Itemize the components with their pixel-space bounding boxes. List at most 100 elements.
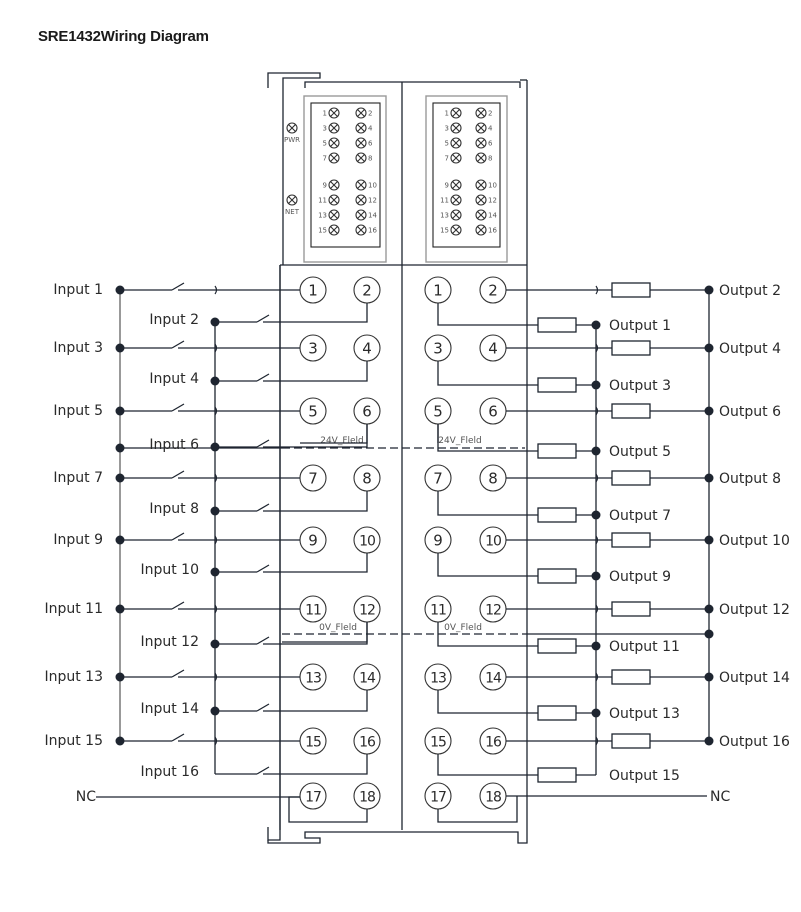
- led-circle: [450, 137, 462, 149]
- housing-top-edge: [304, 81, 521, 88]
- net-label: NET: [285, 208, 300, 216]
- led-circle: [450, 194, 462, 206]
- left-bank-led-label: 12: [368, 197, 377, 205]
- input-label-input-15: Input 15: [44, 733, 103, 749]
- output-junction-dot: [704, 343, 714, 353]
- left-bank-led-1-icon: [328, 107, 340, 119]
- input-label-input-5: Input 5: [53, 403, 103, 419]
- output-load-resistor-icon: [537, 705, 577, 721]
- switch-blade: [171, 470, 185, 479]
- switch-blade: [171, 403, 185, 412]
- left-bank-led-label: 1: [323, 110, 327, 118]
- switch-blade: [171, 733, 185, 742]
- left-bank-led-11-icon: [328, 194, 340, 206]
- led-circle: [286, 194, 298, 206]
- switch-blade: [256, 636, 270, 645]
- led-cross: [452, 109, 460, 117]
- led-cross: [452, 196, 460, 204]
- terminal-right-10-label: 10: [485, 534, 501, 550]
- terminal-left-5-label: 5: [308, 403, 318, 421]
- led-circle: [355, 107, 367, 119]
- left-bank-led-8-icon: [355, 152, 367, 164]
- input-switch-icon: [171, 470, 185, 479]
- led-cross: [452, 226, 460, 234]
- terminal-right-13-label: 13: [430, 671, 446, 687]
- right-bank-led-label: 6: [488, 140, 493, 148]
- led-circle: [450, 122, 462, 134]
- output-wire-from-terminal: [437, 491, 538, 516]
- switch-blade: [171, 669, 185, 678]
- net-led-icon: [286, 194, 298, 206]
- input-label-input-2: Input 2: [149, 312, 199, 328]
- terminal-left-10-label: 10: [359, 534, 375, 550]
- output-label-output-9: Output 9: [609, 569, 671, 585]
- led-circle: [328, 179, 340, 191]
- right-bank-led-13-icon: [450, 209, 462, 221]
- terminal-left-4-label: 4: [362, 340, 372, 358]
- output-junction-dot: [704, 285, 714, 295]
- output-wire-from-terminal: [437, 754, 538, 776]
- left-bank-led-4-icon: [355, 122, 367, 134]
- switch-blade: [256, 314, 270, 323]
- led-circle: [328, 122, 340, 134]
- led-cross: [452, 181, 460, 189]
- led-cross: [357, 154, 365, 162]
- input-wire-to-terminal: [263, 491, 368, 512]
- terminal-right-2-label: 2: [488, 282, 498, 300]
- terminal-left-12-label: 12: [359, 603, 375, 619]
- left-bank-led-label: 5: [323, 140, 327, 148]
- led-cross: [452, 139, 460, 147]
- output-load-resistor-icon: [537, 377, 577, 393]
- input-label-input-8: Input 8: [149, 501, 199, 517]
- led-cross: [477, 139, 485, 147]
- led-cross: [357, 226, 365, 234]
- terminal-right-9-label: 9: [433, 532, 443, 550]
- led-circle: [355, 137, 367, 149]
- led-circle: [450, 224, 462, 236]
- output-wire-from-terminal: [437, 690, 538, 714]
- output-load-resistor-icon: [611, 669, 651, 685]
- led-cross: [477, 181, 485, 189]
- led-cross: [330, 211, 338, 219]
- right-bank-led-16-icon: [475, 224, 487, 236]
- terminal-left-3-label: 3: [308, 340, 318, 358]
- input-label-input-3: Input 3: [53, 340, 103, 356]
- output-load-resistor-icon: [537, 767, 577, 783]
- terminal-left-9-label: 9: [308, 532, 318, 550]
- output-wire-from-terminal: [437, 424, 538, 452]
- output-load-resistor-icon: [537, 443, 577, 459]
- left-bank-led-label: 11: [318, 197, 327, 205]
- led-circle: [450, 179, 462, 191]
- led-cross: [357, 109, 365, 117]
- input-wire-to-terminal: [263, 622, 368, 645]
- terminal-left-17: [299, 782, 327, 810]
- led-circle: [475, 209, 487, 221]
- output-junction-dot: [704, 406, 714, 416]
- terminal-right-3-label: 3: [433, 340, 443, 358]
- right-bank-led-7-icon: [450, 152, 462, 164]
- wire-crossover: [214, 406, 218, 416]
- terminal-right-6-label: 6: [488, 403, 498, 421]
- right-bank-led-15-icon: [450, 224, 462, 236]
- input-switch-icon: [171, 282, 185, 291]
- left-bank-led-5-icon: [328, 137, 340, 149]
- right-bank-led-label: 16: [488, 227, 497, 235]
- input-switch-icon: [171, 733, 185, 742]
- switch-blade: [256, 703, 270, 712]
- terminal-right-12-label: 12: [485, 603, 501, 619]
- switch-blade: [171, 601, 185, 610]
- output-junction-dot: [591, 510, 601, 520]
- led-cross: [330, 139, 338, 147]
- switch-blade: [171, 532, 185, 541]
- output-label-output-8: Output 8: [719, 471, 781, 487]
- right-bank-led-label: 7: [445, 155, 449, 163]
- output-load-resistor-icon: [537, 507, 577, 523]
- input-wire-to-terminal: [263, 553, 368, 573]
- terminal-left-17-label: 17: [305, 790, 321, 806]
- led-circle: [328, 194, 340, 206]
- input-label-input-4: Input 4: [149, 371, 199, 387]
- field-0v-label-left: 0V_Fleld: [319, 623, 357, 633]
- output-label-output-1: Output 1: [609, 318, 671, 334]
- input-label-input-7: Input 7: [53, 470, 103, 486]
